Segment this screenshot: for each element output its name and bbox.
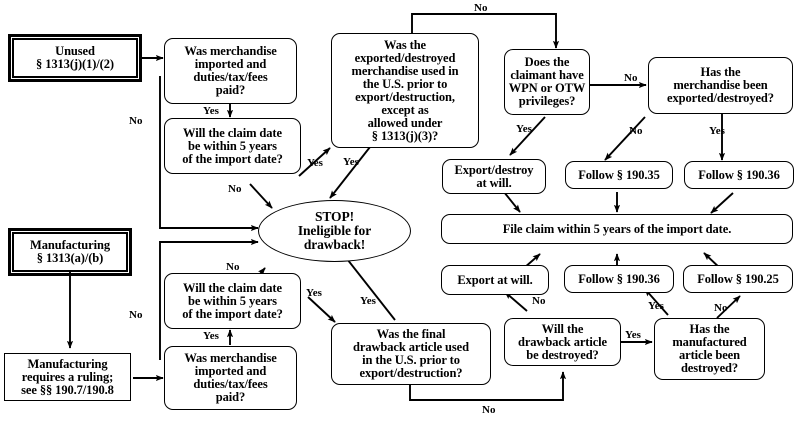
edge-label-unused-claimdate-no: No xyxy=(228,183,242,195)
node-mfg-article-destroyed-label: Has the manufactured article been destro… xyxy=(672,322,747,375)
node-stop[interactable]: STOP! Ineligible for drawback! xyxy=(258,200,411,262)
node-wpn-otw-label: Does the claimant have WPN or OTW privil… xyxy=(508,55,586,108)
node-mfg-imported-label: Was merchandise imported and duties/tax/… xyxy=(184,351,277,404)
node-mfg-claim-date-label: Will the claim date be within 5 years of… xyxy=(182,280,283,321)
edge-label-unused-imported-no: No xyxy=(129,115,143,127)
node-merchandise-exported[interactable]: Has the merchandise been exported/destro… xyxy=(648,57,793,114)
node-follow-190-36-bottom-label: Follow § 190.36 xyxy=(578,271,660,286)
node-manufacturing-ruling[interactable]: Manufacturing requires a ruling; see §§ … xyxy=(4,353,131,401)
node-manufacturing-start-label: Manufacturing § 1313(a)/(b) xyxy=(30,238,110,265)
node-unused-used-in-us[interactable]: Was the exported/destroyed merchandise u… xyxy=(331,33,479,148)
node-stop-label: STOP! Ineligible for drawback! xyxy=(297,208,372,253)
edge-label-final-article-yes: Yes xyxy=(360,295,376,307)
node-unused-claim-date[interactable]: Will the claim date be within 5 years of… xyxy=(164,118,301,174)
node-manufacturing-start[interactable]: Manufacturing § 1313(a)/(b) xyxy=(8,228,132,276)
node-follow-190-36-top[interactable]: Follow § 190.36 xyxy=(684,161,794,189)
node-final-article-used[interactable]: Was the final drawback article used in t… xyxy=(331,323,491,385)
node-file-claim-label: File claim within 5 years of the import … xyxy=(502,221,732,236)
node-unused-start[interactable]: Unused § 1313(j)(1)/(2) xyxy=(8,34,142,82)
node-merchandise-exported-label: Has the merchandise been exported/destro… xyxy=(667,65,774,105)
edge-label-used-in-us-yes: Yes xyxy=(343,156,359,168)
edge-label-unused-claimdate-yes: Yes xyxy=(307,157,323,169)
node-export-destroy-at-will[interactable]: Export/destroy at will. xyxy=(442,159,546,194)
node-follow-190-36-top-label: Follow § 190.36 xyxy=(698,167,780,182)
node-export-at-will[interactable]: Export at will. xyxy=(441,265,549,295)
edge-label-merch-exported-yes: Yes xyxy=(709,125,725,137)
edge-label-wpn-no: No xyxy=(624,72,638,84)
edge-label-mfg-destroyed-yes: Yes xyxy=(648,300,664,312)
node-follow-190-25[interactable]: Follow § 190.25 xyxy=(683,265,793,293)
edge-label-wpn-yes: Yes xyxy=(516,123,532,135)
edge-label-will-destroyed-no: No xyxy=(532,295,546,307)
node-will-be-destroyed[interactable]: Will the drawback article be destroyed? xyxy=(504,318,621,366)
edge-label-final-article-no: No xyxy=(482,404,496,416)
node-mfg-imported[interactable]: Was merchandise imported and duties/tax/… xyxy=(164,346,297,410)
node-follow-190-35[interactable]: Follow § 190.35 xyxy=(565,161,673,189)
edge-label-unused-imported-yes: Yes xyxy=(203,105,219,117)
node-file-claim[interactable]: File claim within 5 years of the import … xyxy=(441,214,793,244)
edge-label-mfg-claimdate-no: No xyxy=(226,261,240,273)
node-manufacturing-ruling-label: Manufacturing requires a ruling; see §§ … xyxy=(21,356,114,397)
edge-label-mfg-imported-yes: Yes xyxy=(203,330,219,342)
edge-label-mfg-claimdate-yes: Yes xyxy=(306,287,322,299)
node-export-destroy-at-will-label: Export/destroy at will. xyxy=(454,162,534,190)
node-mfg-article-destroyed[interactable]: Has the manufactured article been destro… xyxy=(654,318,765,380)
node-unused-imported[interactable]: Was merchandise imported and duties/tax/… xyxy=(164,38,297,104)
node-unused-claim-date-label: Will the claim date be within 5 years of… xyxy=(182,125,283,166)
edge-label-will-destroyed-yes: Yes xyxy=(625,329,641,341)
node-unused-imported-label: Was merchandise imported and duties/tax/… xyxy=(184,44,277,97)
edge-label-mfg-imported-no: No xyxy=(129,309,143,321)
edge-label-mfg-destroyed-no: No xyxy=(714,302,728,314)
node-follow-190-35-label: Follow § 190.35 xyxy=(578,167,660,182)
node-unused-used-in-us-label: Was the exported/destroyed merchandise u… xyxy=(351,37,459,143)
node-wpn-otw[interactable]: Does the claimant have WPN or OTW privil… xyxy=(504,49,590,115)
node-export-at-will-label: Export at will. xyxy=(457,272,533,287)
node-will-be-destroyed-label: Will the drawback article be destroyed? xyxy=(517,321,607,362)
node-follow-190-25-label: Follow § 190.25 xyxy=(697,271,779,286)
node-unused-start-label: Unused § 1313(j)(1)/(2) xyxy=(36,44,114,71)
node-follow-190-36-bottom[interactable]: Follow § 190.36 xyxy=(564,265,674,293)
node-final-article-used-label: Was the final drawback article used in t… xyxy=(353,327,469,380)
node-mfg-claim-date[interactable]: Will the claim date be within 5 years of… xyxy=(164,273,301,329)
edge-label-used-in-us-no: No xyxy=(474,2,488,14)
edge-label-merch-exported-no: No xyxy=(629,125,643,137)
